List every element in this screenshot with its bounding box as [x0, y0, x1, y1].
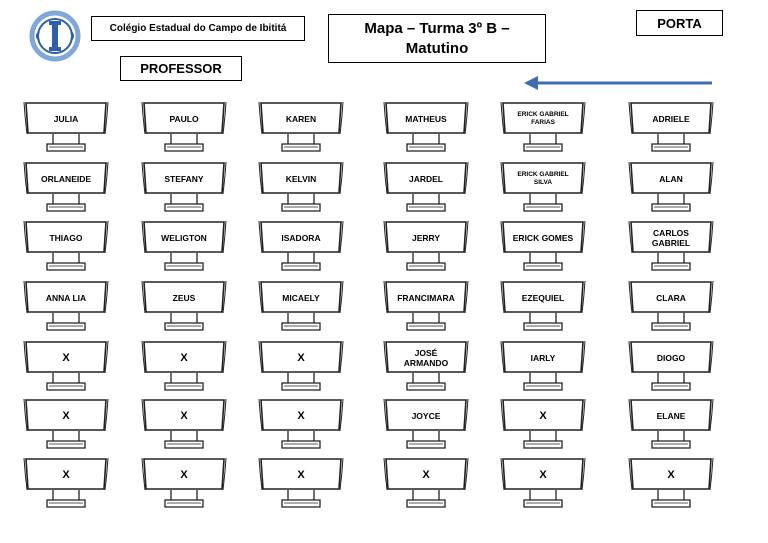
desk-seat: JARDEL [383, 160, 469, 218]
student-name: JERRY [411, 232, 441, 243]
student-name: JULIA [53, 113, 79, 124]
door-label: PORTA [636, 10, 723, 36]
student-name: WELIGTON [161, 232, 207, 243]
desk-seat: CLARA [628, 279, 714, 337]
student-name: DIOGO [656, 352, 686, 363]
desk-seat: X [383, 456, 469, 514]
desk-seat: X [23, 397, 109, 455]
school-name: Colégio Estadual do Campo de Ibititá [91, 16, 305, 41]
student-name: X [297, 468, 305, 481]
student-name: EZEQUIEL [521, 292, 565, 303]
student-name: JOSÉ ARMANDO [403, 347, 449, 368]
student-name: CARLOS GABRIEL [651, 227, 691, 248]
desk-seat: EZEQUIEL [500, 279, 586, 337]
student-name: X [539, 409, 547, 422]
student-name: ADRIELE [652, 113, 690, 124]
desk-seat: STEFANY [141, 160, 227, 218]
student-name: X [180, 468, 188, 481]
desk-seat: THIAGO [23, 219, 109, 277]
desk-seat: ZEUS [141, 279, 227, 337]
student-name: CLARA [656, 292, 686, 303]
student-name: ERICK GOMES [512, 232, 574, 243]
desk-seat: ERICK GABRIEL FARIAS [500, 100, 586, 158]
desk-seat: X [141, 397, 227, 455]
desk-seat: WELIGTON [141, 219, 227, 277]
desk-seat: KELVIN [258, 160, 344, 218]
desk-seat: X [23, 339, 109, 397]
student-name: X [180, 351, 188, 364]
desk-seat: IARLY [500, 339, 586, 397]
desk-seat: X [23, 456, 109, 514]
desk-seat: JULIA [23, 100, 109, 158]
student-name: ERICK GABRIEL FARIAS [517, 110, 569, 126]
student-name: JOYCE [411, 410, 441, 421]
desk-seat: ANNA LIA [23, 279, 109, 337]
desk-seat: X [141, 456, 227, 514]
desk-seat: ADRIELE [628, 100, 714, 158]
desk-seat: ALAN [628, 160, 714, 218]
desk-seat: MATHEUS [383, 100, 469, 158]
student-name: X [297, 409, 305, 422]
student-name: ANNA LIA [45, 292, 87, 303]
student-name: X [667, 468, 675, 481]
student-name: KAREN [285, 113, 317, 124]
desk-seat: X [258, 339, 344, 397]
student-name: ELANE [656, 410, 686, 421]
desk-seat: X [500, 456, 586, 514]
desk-seat: FRANCIMARA [383, 279, 469, 337]
desk-seat: ERICK GOMES [500, 219, 586, 277]
student-name: X [422, 468, 430, 481]
desk-seat: X [628, 456, 714, 514]
student-name: X [539, 468, 547, 481]
student-name: X [180, 409, 188, 422]
student-name: ALAN [659, 173, 683, 184]
student-name: JARDEL [408, 173, 443, 184]
student-name: THIAGO [49, 232, 83, 243]
desk-seat: MICAELY [258, 279, 344, 337]
student-name: ORLANEIDE [40, 173, 92, 184]
left-arrow-icon [522, 74, 714, 92]
student-name: ERICK GABRIEL SILVA [517, 170, 569, 186]
desk-seat: X [258, 456, 344, 514]
desk-seat: PAULO [141, 100, 227, 158]
student-name: MATHEUS [405, 113, 447, 124]
page-title: Mapa – Turma 3º B – Matutino [328, 14, 546, 63]
desk-seat: ELANE [628, 397, 714, 455]
desk-seat: X [141, 339, 227, 397]
desk-seat: DIOGO [628, 339, 714, 397]
student-name: MICAELY [282, 292, 320, 303]
student-name: ZEUS [172, 292, 196, 303]
desk-seat: KAREN [258, 100, 344, 158]
student-name: FRANCIMARA [397, 292, 455, 303]
student-name: IARLY [530, 352, 556, 363]
student-name: ISADORA [281, 232, 321, 243]
professor-label: PROFESSOR [120, 56, 242, 81]
student-name: X [62, 409, 70, 422]
student-name: X [62, 468, 70, 481]
student-name: KELVIN [285, 173, 317, 184]
desk-seat: X [258, 397, 344, 455]
desk-seat: ISADORA [258, 219, 344, 277]
desk-seat: X [500, 397, 586, 455]
desk-seat: JOYCE [383, 397, 469, 455]
student-name: STEFANY [164, 173, 204, 184]
student-name: PAULO [169, 113, 199, 124]
desk-seat: ERICK GABRIEL SILVA [500, 160, 586, 218]
desk-seat: JOSÉ ARMANDO [383, 339, 469, 397]
desk-seat: CARLOS GABRIEL [628, 219, 714, 277]
desk-seat: ORLANEIDE [23, 160, 109, 218]
desk-seat: JERRY [383, 219, 469, 277]
student-name: X [297, 351, 305, 364]
student-name: X [62, 351, 70, 364]
school-logo-icon [29, 8, 81, 64]
